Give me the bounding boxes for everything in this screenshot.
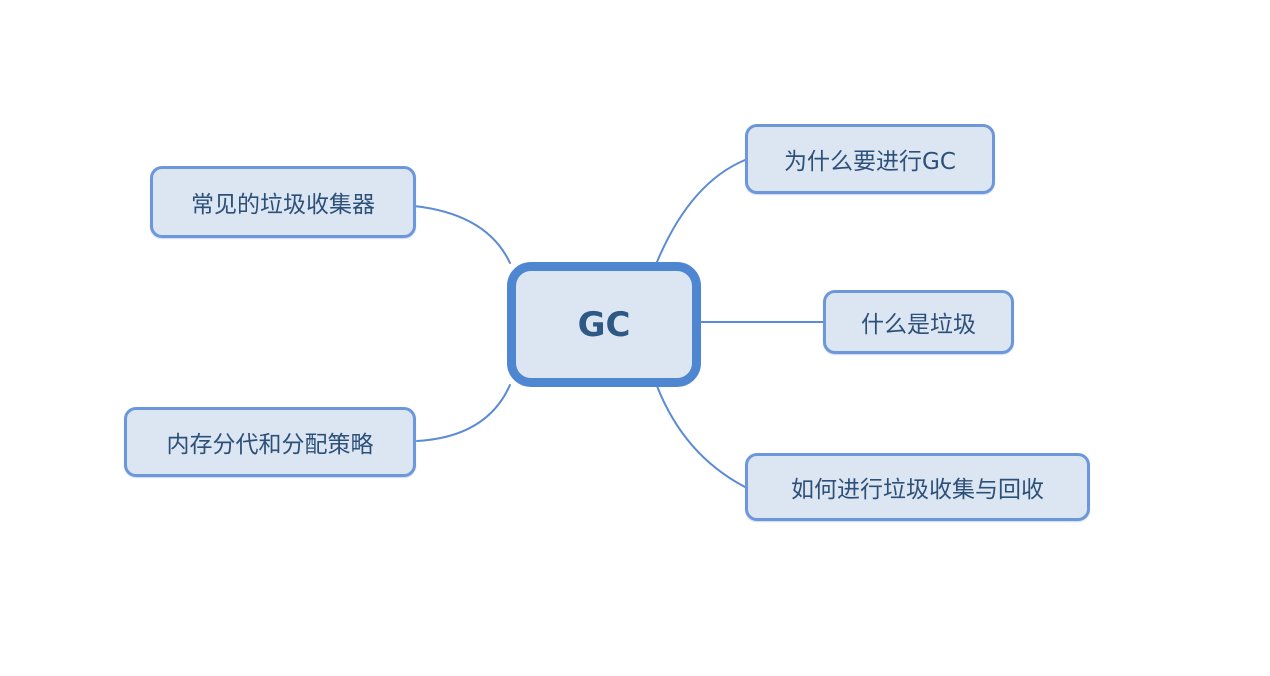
root-node-gc[interactable]: GC: [507, 262, 701, 387]
connector-root-to-why-gc: [656, 159, 746, 263]
connector-root-to-how-to-collect: [656, 385, 746, 488]
branch-node-what-is-garbage[interactable]: 什么是垃圾: [823, 290, 1014, 354]
branch-node-memory-generation[interactable]: 内存分代和分配策略: [124, 407, 416, 477]
connector-root-to-memory-generation: [416, 384, 511, 442]
branch-node-why-gc[interactable]: 为什么要进行GC: [745, 124, 995, 194]
connector-root-to-common-collectors: [413, 205, 511, 264]
branch-node-how-to-collect[interactable]: 如何进行垃圾收集与回收: [745, 453, 1090, 521]
branch-node-common-collectors[interactable]: 常见的垃圾收集器: [150, 166, 416, 238]
